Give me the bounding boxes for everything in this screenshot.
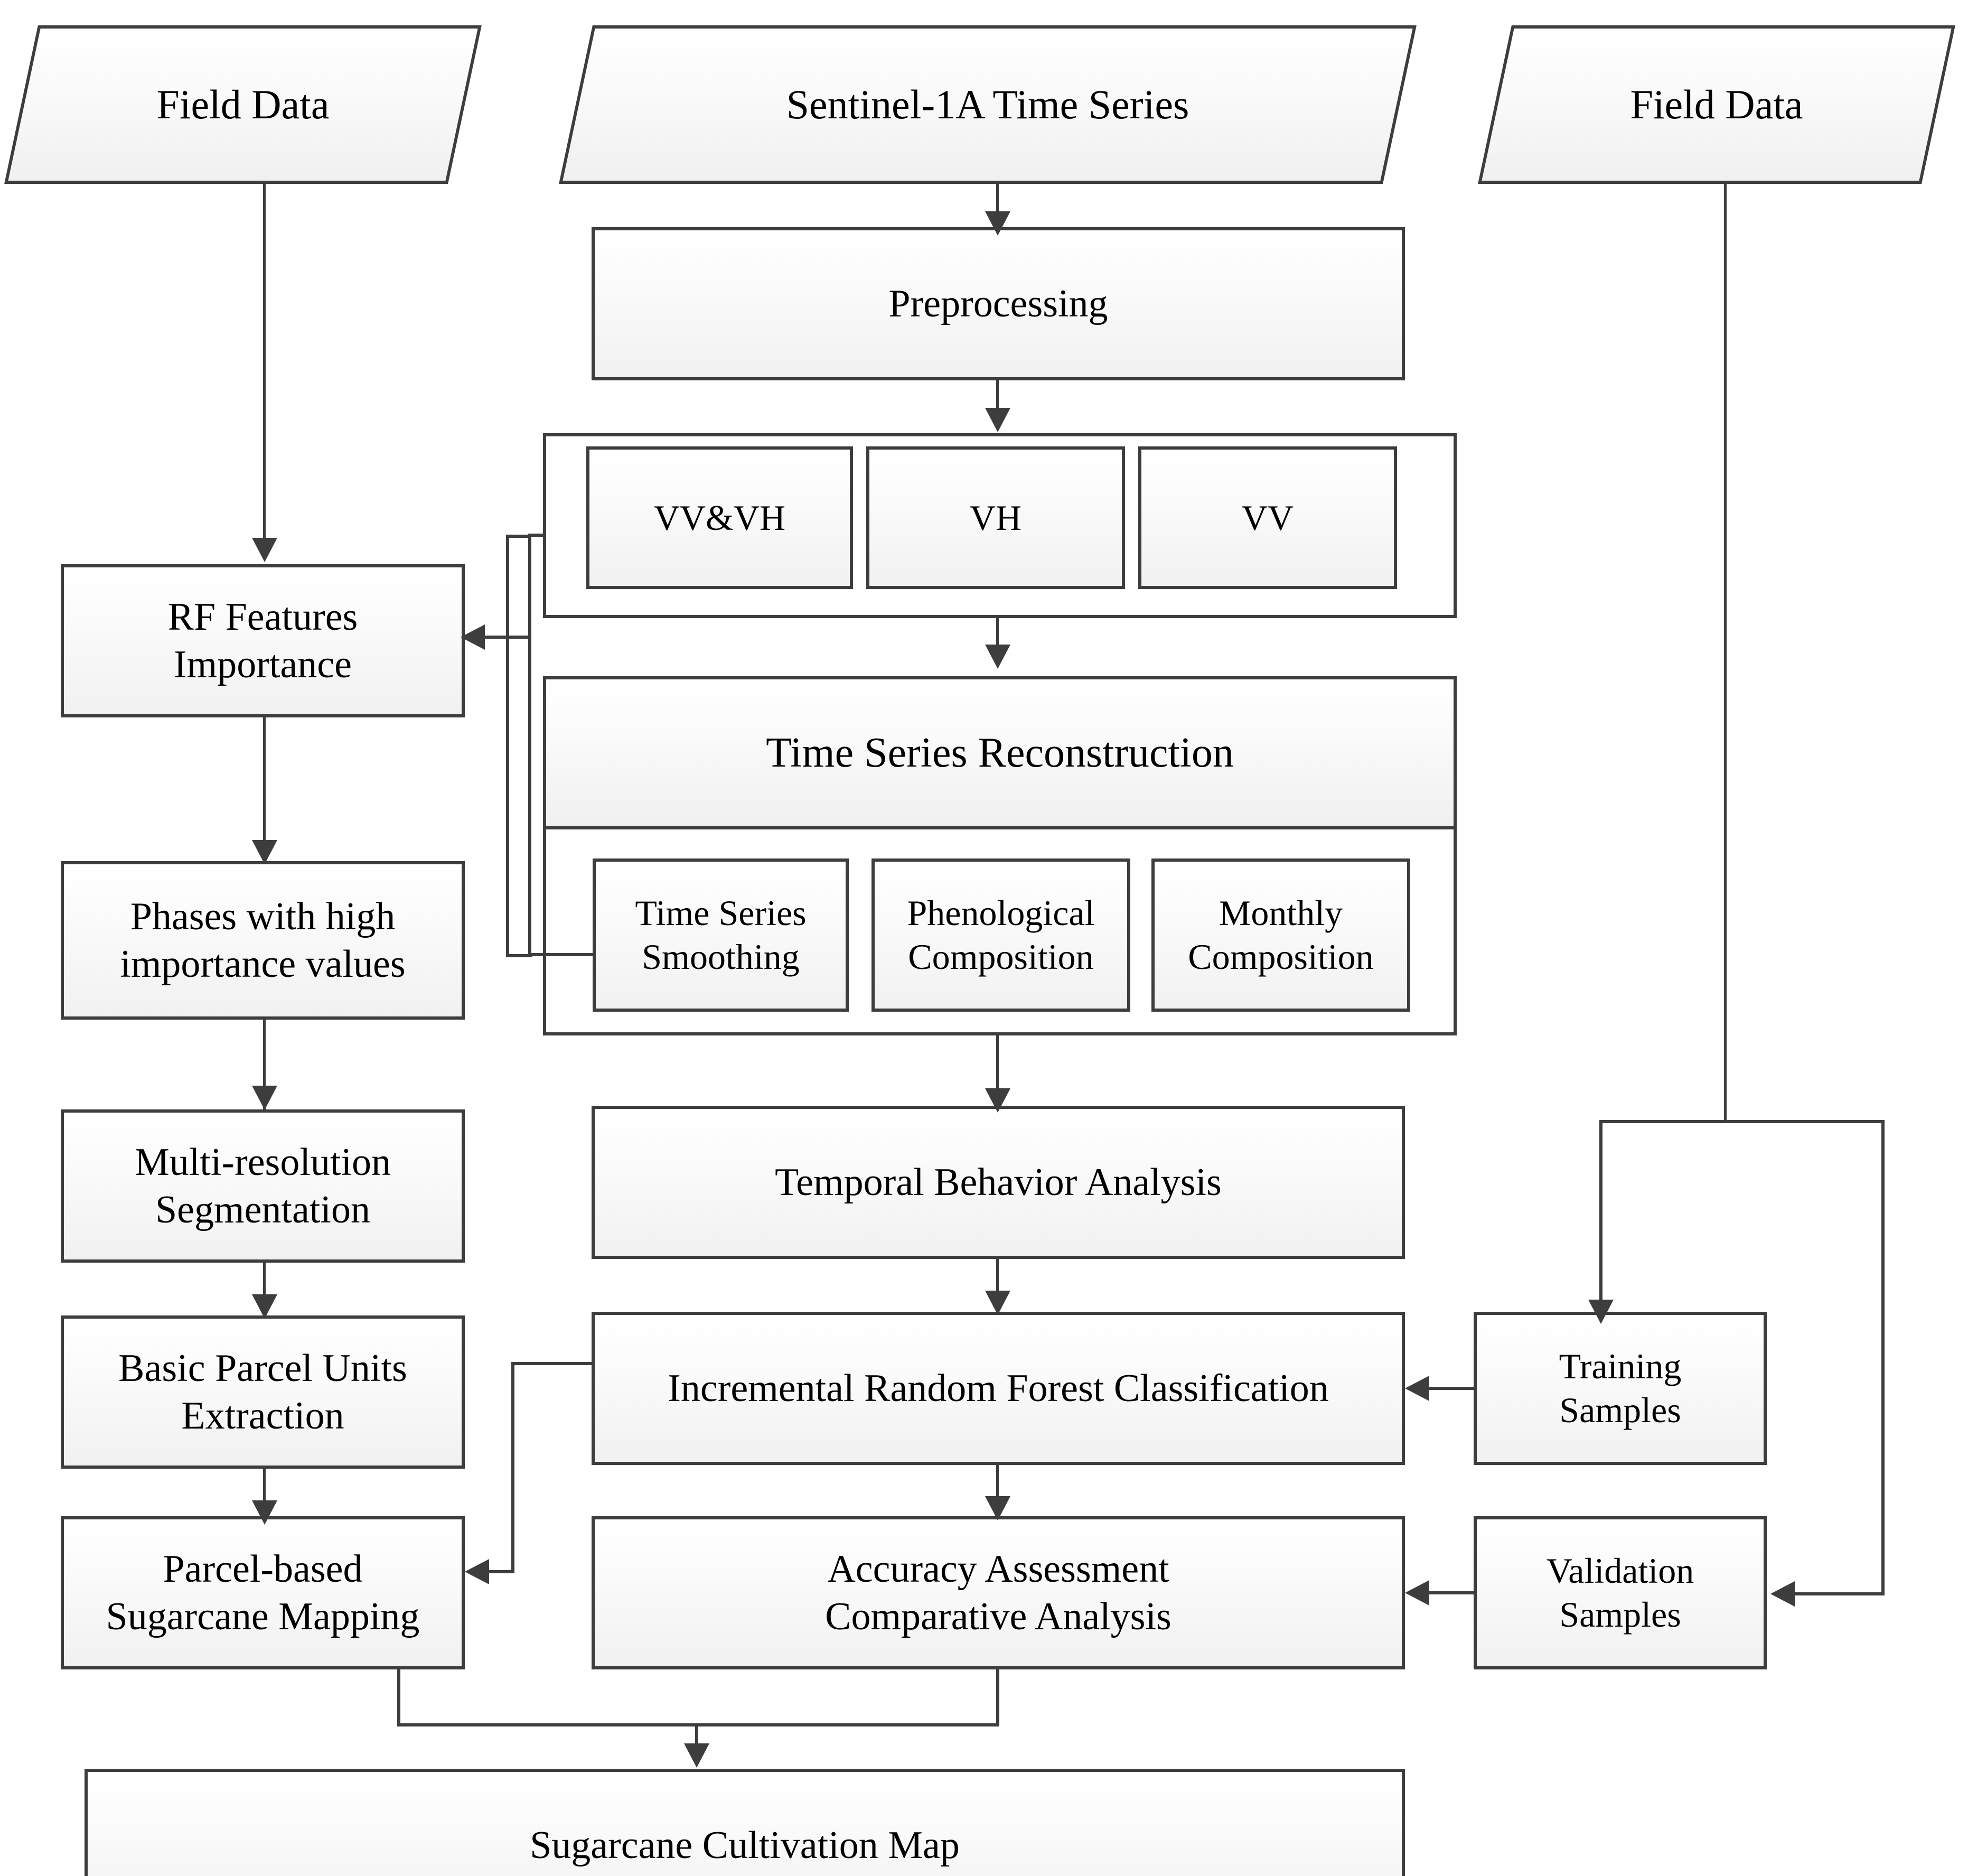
- node-time-series-smoothing[interactable]: Time Series Smoothing: [593, 858, 849, 1012]
- node-accuracy-assessment-comparative-analysis[interactable]: Accuracy Assessment Comparative Analysis: [592, 1516, 1405, 1669]
- connector-temporal-to-classification: [996, 1259, 999, 1312]
- node-label: Field Data: [156, 81, 330, 127]
- node-preprocessing[interactable]: Preprocessing: [592, 227, 1405, 380]
- connector-phases-to-segmentation: [263, 1020, 266, 1109]
- arrowhead-left: [461, 624, 485, 650]
- connector-feedback-branch-top: [506, 535, 530, 538]
- node-field-data-left[interactable]: Field Data: [4, 25, 482, 184]
- connector-mapping-to-merge: [397, 1669, 400, 1726]
- group-header-reconstruction[interactable]: Time Series Reconstruction: [543, 676, 1457, 829]
- connector-parcel-units-to-mapping: [263, 1469, 266, 1522]
- arrowhead-left: [465, 1559, 489, 1584]
- connector-polarization-to-reconstruction: [996, 618, 999, 649]
- connector-polarization-rail-top: [528, 534, 546, 537]
- arrowhead-down: [684, 1743, 709, 1768]
- connector-feedback-to-rf: [484, 636, 531, 639]
- connector-rf-to-phases: [263, 717, 266, 863]
- arrowhead-down: [252, 1500, 277, 1525]
- connector-right-split-bar: [1599, 1120, 1602, 1326]
- node-phenological-composition[interactable]: Phenological Composition: [871, 858, 1130, 1012]
- arrowhead-down: [985, 1291, 1010, 1315]
- arrowhead-down: [985, 1496, 1010, 1520]
- node-training-samples[interactable]: Training Samples: [1474, 1312, 1767, 1465]
- arrowhead-down: [985, 408, 1010, 432]
- connector-sentinel-to-preprocessing: [996, 184, 999, 214]
- arrowhead-left: [1770, 1581, 1795, 1607]
- connector-feedback-branch-bottom: [506, 954, 532, 957]
- connector-classification-to-accuracy: [996, 1465, 999, 1518]
- arrowhead-down: [252, 1086, 277, 1110]
- connector-merge-bar: [397, 1723, 999, 1726]
- arrowhead-down: [1588, 1300, 1614, 1324]
- connector-classification-elbow-bottom: [488, 1570, 514, 1573]
- arrowhead-down: [252, 538, 277, 562]
- connector-reconstruction-to-temporal: [996, 1035, 999, 1104]
- arrowhead-left: [1405, 1580, 1429, 1606]
- connector-right-split-horizontal: [1599, 1120, 1885, 1123]
- node-vv[interactable]: VV: [1138, 446, 1397, 589]
- node-multi-resolution-segmentation[interactable]: Multi-resolution Segmentation: [61, 1109, 465, 1263]
- node-vv-and-vh[interactable]: VV&VH: [586, 446, 853, 589]
- node-sugarcane-cultivation-map[interactable]: Sugarcane Cultivation Map: [85, 1769, 1405, 1876]
- connector-fielddata-right-down: [1724, 184, 1727, 1122]
- arrowhead-down: [985, 211, 1010, 236]
- arrowhead-down: [985, 1088, 1010, 1113]
- connector-feedback-rail-vertical: [528, 534, 531, 956]
- node-incremental-random-forest-classification[interactable]: Incremental Random Forest Classification: [592, 1312, 1405, 1465]
- connector-classification-elbow-top: [511, 1362, 593, 1365]
- node-validation-samples[interactable]: Validation Samples: [1474, 1516, 1767, 1669]
- connector-smoothing-rail-bottom: [528, 953, 597, 956]
- node-basic-parcel-units-extraction[interactable]: Basic Parcel Units Extraction: [61, 1315, 465, 1469]
- node-field-data-right[interactable]: Field Data: [1478, 25, 1955, 184]
- node-label: Sentinel-1A Time Series: [786, 81, 1189, 127]
- arrowhead-down: [252, 1294, 277, 1319]
- connector-classification-elbow-vertical: [511, 1362, 514, 1573]
- arrowhead-left: [1405, 1376, 1429, 1401]
- connector-segmentation-to-parcel-units: [263, 1263, 266, 1315]
- connector-fielddata-left-to-rf: [263, 184, 266, 539]
- connector-validation-to-accuracy: [1428, 1591, 1477, 1594]
- node-parcel-based-sugarcane-mapping[interactable]: Parcel-based Sugarcane Mapping: [61, 1516, 465, 1669]
- node-phases-high-importance[interactable]: Phases with high importance values: [61, 861, 465, 1020]
- connector-preprocessing-to-polarization: [996, 380, 999, 412]
- node-monthly-composition[interactable]: Monthly Composition: [1151, 858, 1410, 1012]
- node-vh[interactable]: VH: [866, 446, 1125, 589]
- node-sentinel-time-series[interactable]: Sentinel-1A Time Series: [559, 25, 1417, 184]
- connector-feedback-branch-vertical: [506, 535, 509, 957]
- node-temporal-behavior-analysis[interactable]: Temporal Behavior Analysis: [592, 1106, 1405, 1259]
- node-rf-features-importance[interactable]: RF Features Importance: [61, 564, 465, 717]
- connector-accuracy-to-merge: [996, 1669, 999, 1726]
- connector-split-to-validation: [1794, 1592, 1883, 1595]
- arrowhead-down: [985, 645, 1010, 669]
- connector-right-split-to-validation: [1881, 1120, 1885, 1595]
- arrowhead-down: [252, 840, 277, 864]
- node-label: Field Data: [1630, 81, 1803, 127]
- connector-training-to-classification: [1428, 1387, 1477, 1390]
